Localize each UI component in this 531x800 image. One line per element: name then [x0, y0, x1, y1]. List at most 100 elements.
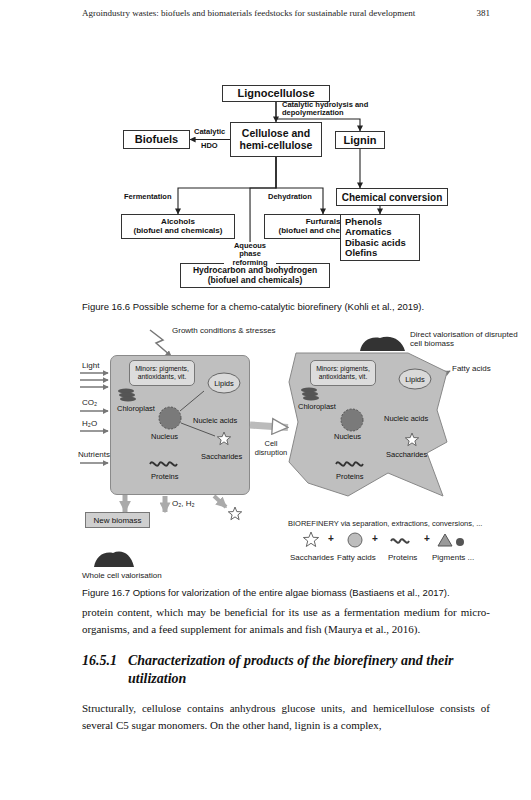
label-text: 381	[468, 8, 490, 18]
node-text: Saccharides	[201, 452, 242, 461]
node-text: Phenols	[345, 217, 418, 227]
minors-box: Minors: pigments, antioxidants, vit.	[310, 360, 376, 386]
flow-arrow	[190, 139, 230, 140]
flow-arrow	[250, 425, 288, 427]
flow-arrow	[276, 157, 323, 214]
biomass-pile	[94, 552, 134, 567]
input-arrow	[80, 410, 108, 412]
label-text: Agroindustry wastes: biofuels and biomat…	[82, 8, 462, 18]
node-text: Hydrocarbon and biohydrogen	[182, 266, 328, 275]
cell-arrow	[180, 391, 204, 411]
node-text: New biomass	[93, 516, 141, 525]
cell-outline	[289, 353, 447, 496]
chloroplast	[301, 388, 319, 401]
stress-bolt	[150, 330, 171, 356]
edge-label: Dehydration	[268, 193, 328, 201]
label-text: Growth conditions & stresses	[172, 326, 282, 335]
label-text: Nutrients	[78, 450, 123, 459]
node-text: Chloroplast	[117, 404, 155, 413]
node-text: (biofuel and chemicals)	[182, 276, 328, 285]
product-box: Biofuels	[123, 130, 190, 149]
label-text: 16.5.1	[82, 652, 126, 670]
label-text: Direct valorisation of disrupted cell bi…	[410, 330, 520, 348]
product-box: PhenolsAromaticsDibasic acidsOlefins	[340, 214, 420, 261]
edge-label: Cell disruption	[250, 440, 292, 457]
chloroplast	[118, 389, 136, 402]
label-text: Pigments ...	[432, 553, 487, 562]
process-box: Chemical conversion	[336, 188, 448, 206]
node-text: Nucleic acids	[193, 416, 237, 425]
label-text: Fatty acids	[337, 553, 387, 562]
label-text: HDO	[201, 142, 231, 150]
pigment-triangle	[438, 534, 452, 546]
input-arrow	[80, 430, 108, 432]
node-text: Lignocellulose	[224, 87, 328, 99]
label-text: Saccharides	[290, 553, 340, 562]
cell-arrow	[181, 423, 215, 436]
lipid-droplet: Lipids	[398, 368, 432, 390]
saccharide-star	[405, 433, 418, 446]
nucleus-circle	[159, 407, 181, 429]
light-arrow	[80, 379, 108, 381]
light-arrow	[80, 372, 108, 374]
light-arrow	[80, 386, 108, 388]
disrupted-cell: ChloroplastNucleusNucleic acidsProteinsS…	[288, 352, 448, 497]
flow-arrow	[379, 206, 380, 214]
node-text: Saccharides	[386, 450, 427, 459]
node-text: Minors: pigments, antioxidants, vit.	[312, 365, 374, 381]
label-text: Fatty acids	[452, 364, 497, 373]
label-text: +	[372, 533, 382, 545]
flow-arrow	[178, 157, 276, 214]
input-arrow	[80, 462, 108, 464]
product-box: Hydrocarbon and biohydrogen(biofuel and …	[180, 263, 330, 288]
label-text: Figure 16.7 Options for valorization of …	[82, 588, 522, 599]
node-text: Proteins	[336, 472, 364, 481]
label-text: +	[328, 533, 338, 545]
thylakoid	[303, 396, 319, 401]
node-text: Chloroplast	[298, 402, 336, 411]
node-text: Lipids	[214, 379, 234, 388]
node-text: Proteins	[151, 472, 179, 481]
label-text: Characterization of products of the bior…	[128, 652, 468, 688]
label-text: Whole cell valorisation	[82, 571, 192, 580]
lipid-droplet: Lipids	[207, 372, 241, 394]
release-arrow	[214, 496, 226, 507]
edge-label: Catalytic hydrolysis and depolymerizatio…	[282, 101, 377, 118]
label-text: O₂, H₂	[172, 499, 212, 508]
edge-label: Catalytic	[194, 128, 234, 136]
flow-arrow	[359, 149, 360, 188]
node-text: Alcohols	[123, 218, 233, 227]
edge-label: Fermentation	[124, 193, 184, 201]
label-text: Proteins	[388, 553, 428, 562]
process-box: Cellulose and hemi-cellulose	[230, 122, 322, 157]
gas-arrow	[163, 496, 168, 512]
edge-label: Aqueous phase reforming	[224, 242, 276, 267]
label-text: BIOREFINERY via separation, extractions,…	[288, 520, 520, 529]
algae-cell: ChloroplastNucleus Nucleic acidsProteins S…	[110, 355, 250, 495]
node-text: Dibasic acids	[345, 238, 418, 248]
protein-coil	[336, 462, 363, 465]
minors-box: Minors: pigments, antioxidants, vit.	[129, 360, 195, 386]
label-text: +	[424, 533, 434, 545]
label-text: Figure 16.6 Possible scheme for a chemo-…	[82, 302, 522, 313]
node-text: Cellulose and hemi-cellulose	[232, 128, 320, 151]
saccharide-star	[217, 432, 230, 445]
flow-arrow	[123, 495, 128, 512]
biomass-pile	[360, 337, 405, 351]
label-text: protein content, which may be beneficial…	[82, 604, 490, 638]
node-text: Nucleus	[151, 432, 178, 441]
node-text: Nucleus	[334, 432, 361, 441]
label-text: Structurally, cellulose contains anhydro…	[82, 700, 490, 734]
lipid-outline	[208, 373, 240, 393]
node-text: Lignin	[337, 134, 383, 146]
node-text: Chemical conversion	[338, 192, 446, 203]
process-box: Lignocellulose	[222, 85, 330, 102]
pigment-dot	[456, 538, 464, 546]
saccharide-star	[228, 507, 241, 520]
node-text: (biofuel and chemicals)	[123, 227, 233, 236]
biomass-box: New biomass	[85, 512, 150, 528]
